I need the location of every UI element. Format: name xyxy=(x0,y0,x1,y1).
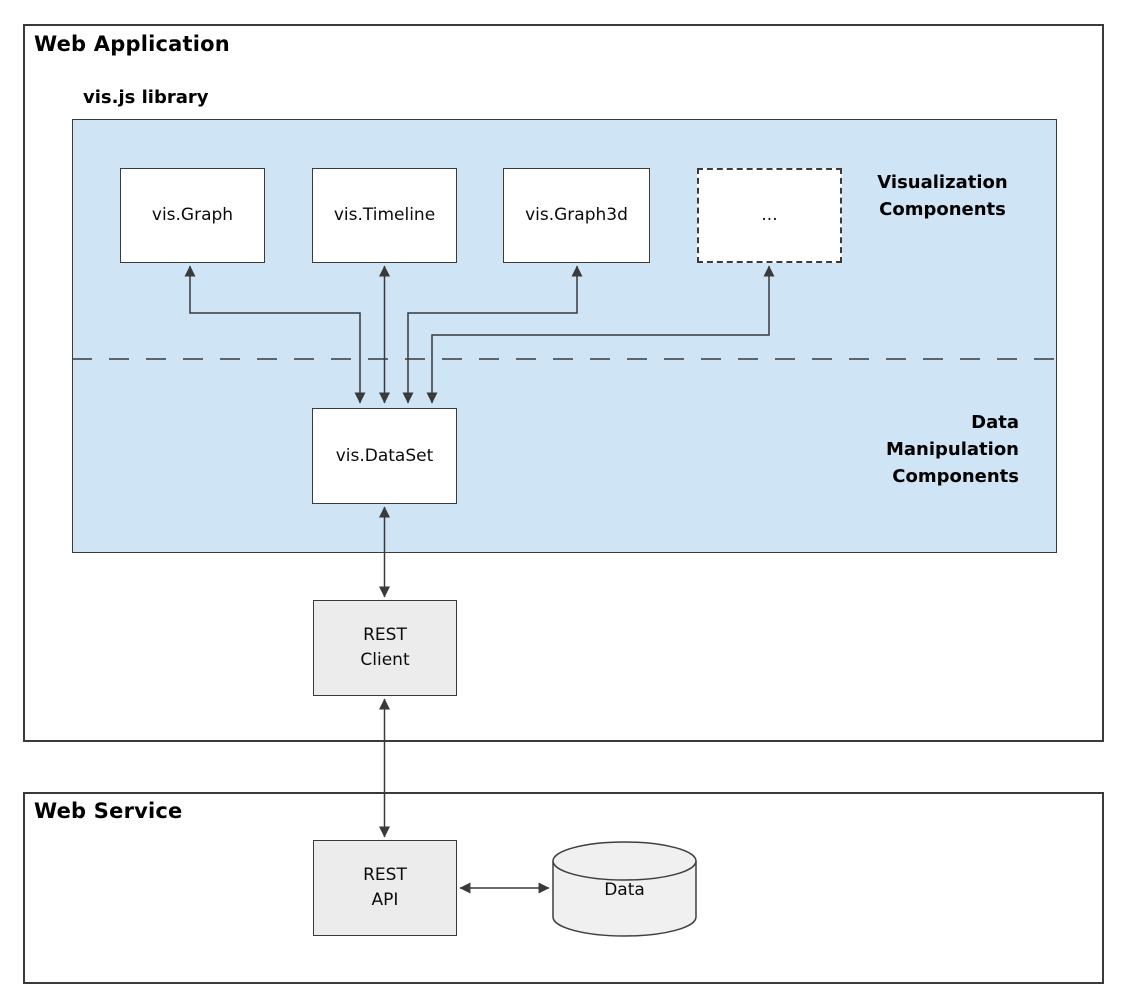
web-application-title: Web Application xyxy=(34,32,230,56)
component-box-vis-graph3d: vis.Graph3d xyxy=(503,168,650,263)
database-cylinder-icon xyxy=(552,841,697,937)
vis-dataset-box: vis.DataSet xyxy=(312,408,457,504)
rest-client-label: REST Client xyxy=(360,625,410,670)
visjs-library-label: vis.js library xyxy=(83,87,209,108)
rest-client-box: REST Client xyxy=(313,600,457,696)
component-box-vis-timeline: vis.Timeline xyxy=(312,168,457,263)
component-box-more: ... xyxy=(697,168,842,263)
dataset-label: vis.DataSet xyxy=(335,445,434,466)
visualization-components-label: Visualization Components xyxy=(877,172,1008,220)
component-label: vis.Timeline xyxy=(333,205,436,225)
web-service-title: Web Service xyxy=(34,799,183,823)
component-box-vis-graph: vis.Graph xyxy=(120,168,265,263)
component-label: vis.Graph xyxy=(151,205,234,225)
rest-api-box: REST API xyxy=(313,840,457,936)
rest-api-label: REST API xyxy=(363,865,407,910)
component-label: vis.Graph3d xyxy=(525,205,628,225)
ellipsis-label: ... xyxy=(761,205,778,225)
data-store-label: Data xyxy=(604,880,645,900)
data-manipulation-components-label: Data Manipulation Components xyxy=(885,412,1019,487)
